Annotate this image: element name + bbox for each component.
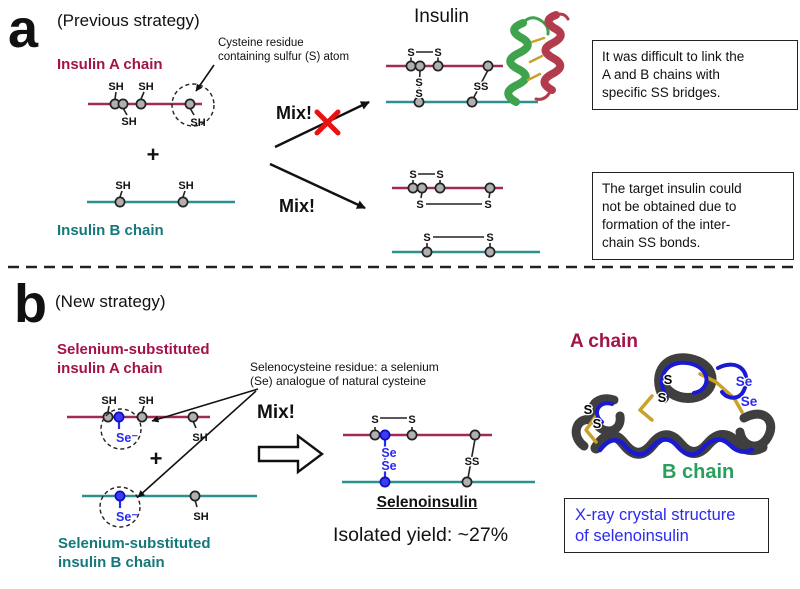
sh-label: SH bbox=[192, 432, 207, 444]
se-label: Se bbox=[381, 446, 396, 460]
insulin-product-title: Insulin bbox=[414, 6, 469, 27]
s-label: S bbox=[584, 402, 593, 417]
selenocysteine-annotation: Selenocysteine residue: a selenium (Se) … bbox=[250, 360, 439, 389]
selenocysteine-highlight-circle bbox=[99, 486, 141, 528]
selenocysteine-annotation-arrows bbox=[137, 388, 259, 498]
cysteine-highlight-circle bbox=[171, 83, 215, 127]
s-label: S bbox=[409, 169, 416, 181]
panel-a-letter: a bbox=[8, 0, 39, 59]
sh-label: SH bbox=[101, 395, 116, 407]
se-label: Se⁻ bbox=[116, 510, 138, 524]
insulin-b-chain-diagram: SH SH bbox=[87, 179, 235, 208]
se-label: Se⁻ bbox=[116, 431, 138, 445]
crystal-atom-labels: S S S S Se Se bbox=[582, 371, 759, 433]
se-insulin-a-chain-label: Selenium-substituted insulin A chain bbox=[57, 341, 210, 377]
note-target-insulin: The target insulin could not be obtained… bbox=[592, 172, 794, 260]
se-insulin-b-chain-label: Selenium-substituted insulin B chain bbox=[58, 535, 211, 571]
s-label: S bbox=[408, 414, 415, 426]
note-link-difficulty: It was difficult to link the A and B cha… bbox=[592, 40, 798, 110]
insulin-a-chain-diagram: SH SH SH SH bbox=[88, 64, 215, 131]
insulin-ribbon-image bbox=[504, 11, 570, 106]
mix-arrow bbox=[269, 162, 366, 210]
sh-label: SH bbox=[138, 81, 153, 93]
s-label: S bbox=[436, 169, 443, 181]
mix-arrows bbox=[269, 100, 370, 210]
plus-sign: + bbox=[147, 142, 160, 167]
crystal-b-chain-label: B chain bbox=[662, 461, 735, 483]
red-x-icon bbox=[314, 109, 341, 136]
s-label: S bbox=[407, 47, 414, 59]
s-label: S bbox=[593, 416, 602, 431]
isolated-yield-label: Isolated yield: ~27% bbox=[333, 524, 509, 546]
insulin-b-chain-label: Insulin B chain bbox=[57, 222, 164, 239]
ss-label: SS bbox=[474, 81, 489, 93]
s-label: S bbox=[415, 88, 422, 100]
s-label: S bbox=[486, 232, 493, 244]
se-insulin-a-chain-diagram: SH SH SH Se⁻ bbox=[67, 394, 210, 450]
se-insulin-b-chain-diagram: Se⁻ SH bbox=[82, 486, 257, 528]
se-label: Se bbox=[381, 459, 396, 473]
mix-label-crossed: Mix! bbox=[276, 103, 312, 123]
ss-label: SS bbox=[465, 456, 480, 468]
selenoinsulin-product-diagram: S S Se Se SS bbox=[342, 413, 535, 488]
plus-sign: + bbox=[150, 446, 163, 471]
s-label: S bbox=[484, 199, 491, 211]
s-label: S bbox=[423, 232, 430, 244]
mix-label: Mix! bbox=[279, 196, 315, 216]
sh-label: SH bbox=[193, 511, 208, 523]
panel-b-letter: b bbox=[14, 274, 47, 334]
se-label: Se bbox=[741, 394, 758, 409]
insulin-a-chain-label: Insulin A chain bbox=[57, 56, 163, 73]
annotation-arrow bbox=[195, 64, 215, 92]
hollow-arrow-icon bbox=[257, 433, 324, 475]
sh-label: SH bbox=[108, 81, 123, 93]
s-label: S bbox=[416, 199, 423, 211]
mix-label-new: Mix! bbox=[257, 402, 295, 423]
s-label: S bbox=[664, 372, 673, 387]
crystal-a-chain-label: A chain bbox=[570, 331, 638, 352]
panel-b-title: (New strategy) bbox=[55, 292, 166, 311]
s-label: S bbox=[415, 77, 422, 89]
selenoinsulin-crystal-image bbox=[571, 353, 776, 459]
se-label: Se bbox=[736, 374, 753, 389]
xray-caption-box: X-ray crystal structure of selenoinsulin bbox=[564, 498, 769, 554]
selenoinsulin-label: Selenoinsulin bbox=[376, 494, 478, 511]
sh-label: SH bbox=[178, 180, 193, 192]
selenocysteine-highlight-circle bbox=[100, 408, 142, 450]
sh-label: SH bbox=[121, 116, 136, 128]
cysteine-annotation: Cysteine residue containing sulfur (S) a… bbox=[218, 37, 350, 63]
panel-a-title: (Previous strategy) bbox=[57, 11, 200, 30]
mismatched-chains-diagram: S S S S S S bbox=[392, 168, 540, 258]
s-label: S bbox=[434, 47, 441, 59]
s-label: S bbox=[658, 390, 667, 405]
sh-label: SH bbox=[138, 395, 153, 407]
sh-label: SH bbox=[115, 180, 130, 192]
s-label: S bbox=[371, 414, 378, 426]
